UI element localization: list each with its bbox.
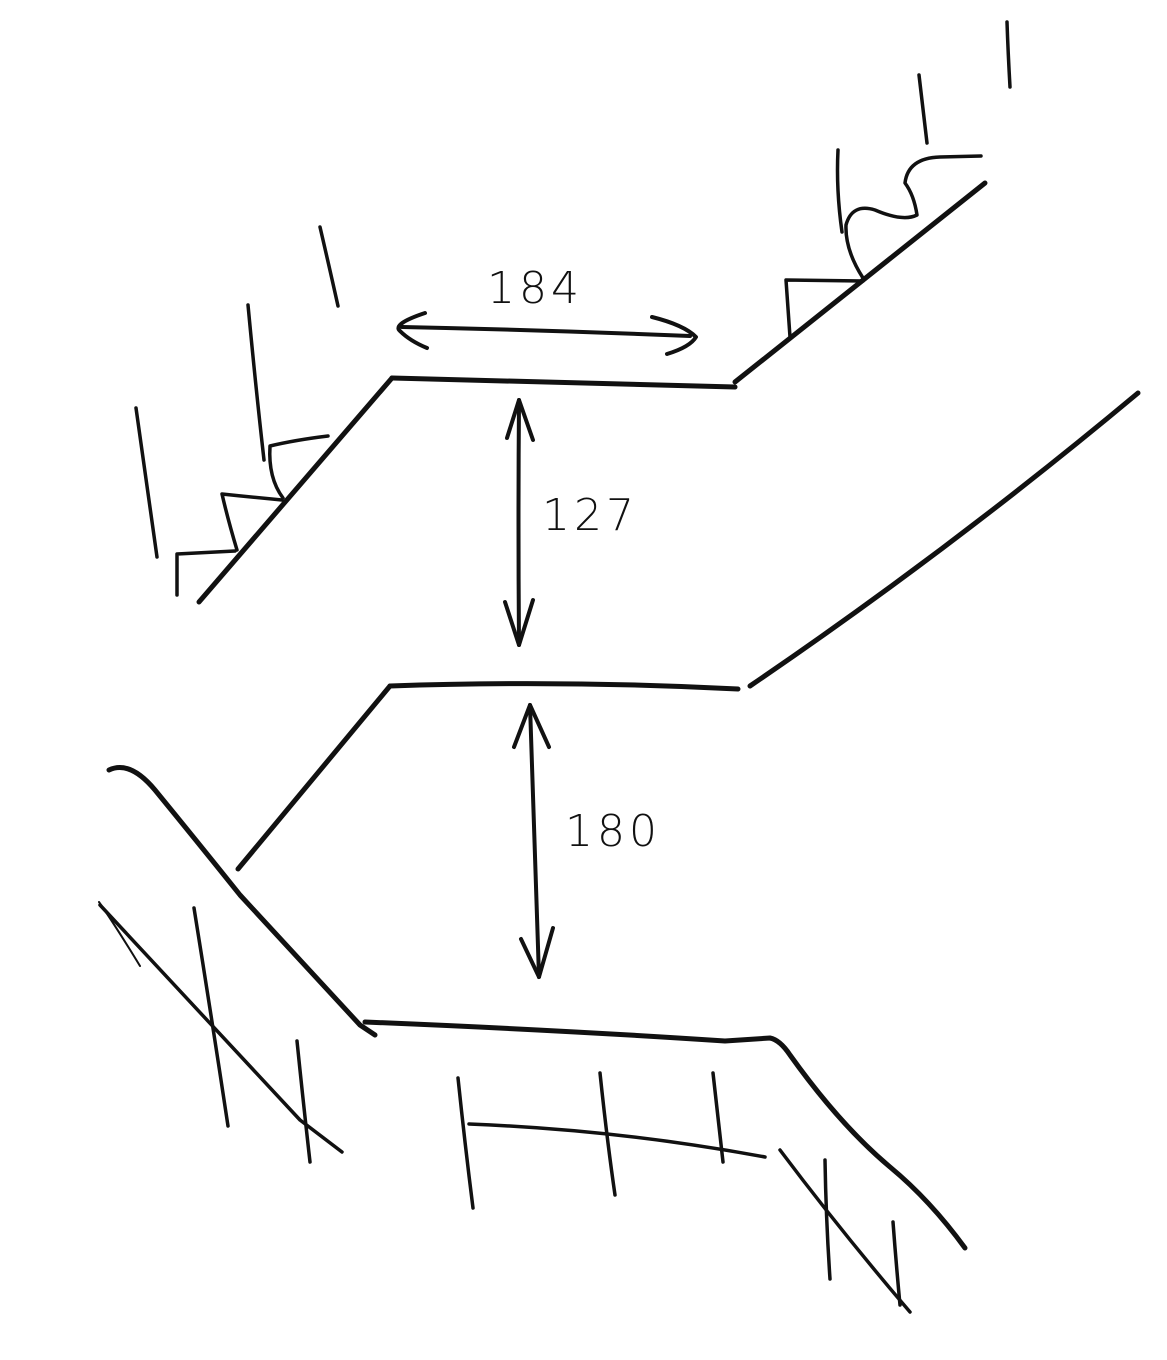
- middle-left-slope: [235, 683, 393, 872]
- lower-left-vegetation: [98, 901, 344, 1164]
- lower-right-vegetation: [778, 1148, 912, 1314]
- arrowhead-left: [396, 311, 429, 350]
- double-arrow-horizontal: [400, 325, 692, 338]
- arrowhead-up: [505, 398, 535, 442]
- grass-tuft: [268, 434, 330, 500]
- lower-bottom-vegetation: [456, 1071, 767, 1210]
- arrowhead-right: [650, 315, 698, 356]
- upper-terrace-top: [389, 375, 738, 390]
- lower-left-slope: [106, 765, 378, 1038]
- lower-terrace-top: [362, 1019, 968, 1251]
- upper-height-label: 127: [542, 490, 638, 541]
- arrowhead-down: [503, 598, 535, 647]
- grass-tuft: [220, 492, 284, 552]
- middle-right-slope: [747, 390, 1141, 689]
- arrowhead-up: [512, 703, 551, 749]
- arrowhead-down: [519, 926, 555, 979]
- upper-left-slope: [196, 375, 395, 605]
- lower-height-label: 180: [565, 806, 661, 857]
- grass-tuft: [844, 154, 983, 280]
- grass-tuft: [784, 278, 865, 339]
- double-arrow-vertical: [516, 398, 521, 647]
- grass-tuft: [175, 549, 237, 597]
- right-slope-vegetation: [784, 20, 1012, 339]
- top-width-label: 184: [487, 263, 583, 314]
- dimension-upper-height: 127: [503, 398, 638, 647]
- middle-terrace-top: [387, 681, 741, 692]
- left-slope-vegetation: [134, 225, 340, 597]
- lower-terrace: [106, 765, 968, 1251]
- middle-terrace: [235, 390, 1141, 872]
- dimension-top-width: 184: [396, 263, 698, 356]
- dimension-lower-height: 180: [512, 703, 661, 979]
- double-arrow-vertical: [528, 703, 541, 979]
